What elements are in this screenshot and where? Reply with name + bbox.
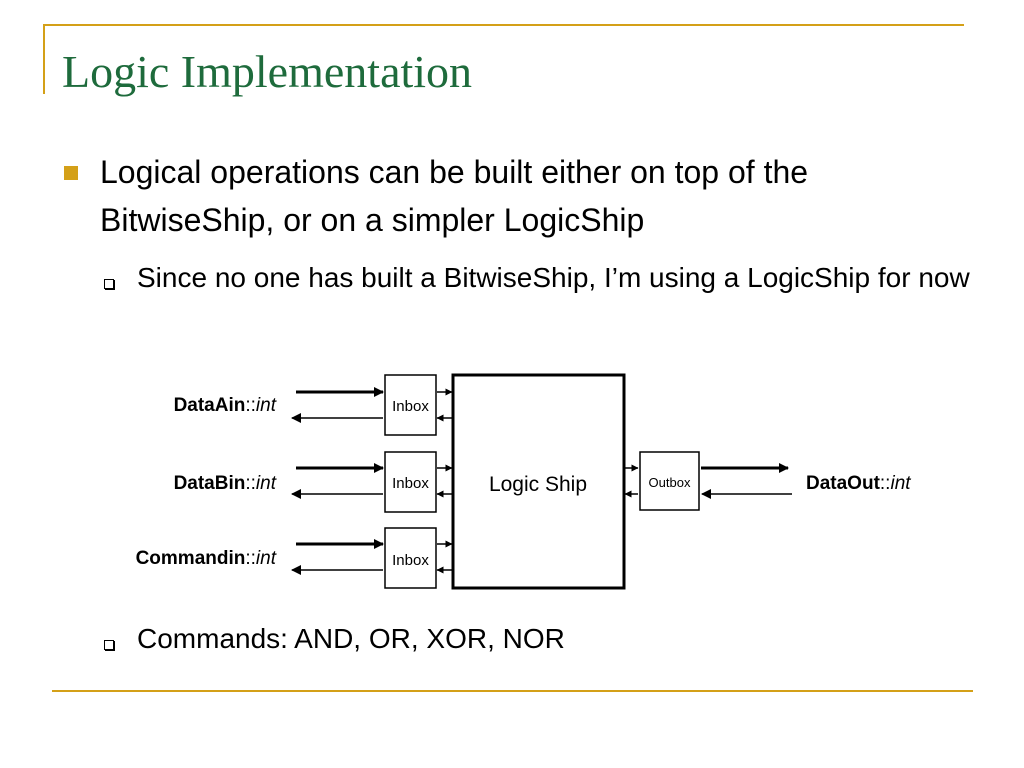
inbox-command-label: Inbox	[392, 552, 429, 569]
slide-title: Logic Implementation	[62, 46, 473, 97]
hollow-square-bullet-icon	[104, 279, 114, 289]
input-row-command: Inbox Commandin::int	[136, 527, 453, 589]
inbox-a-label: Inbox	[392, 398, 429, 415]
logic-ship-box	[451, 373, 626, 590]
sub-bullet-text-1: Since no one has built a BitwiseShip, I’…	[137, 262, 970, 293]
inbox-b-box	[384, 451, 437, 513]
frame-top-rule	[43, 24, 964, 26]
data-a-in-label: DataAin::int	[174, 395, 277, 416]
input-row-b: Inbox DataBin::int	[174, 451, 453, 513]
inbox-command-box	[384, 527, 437, 589]
output-row: Outbox DataOut::int	[624, 451, 911, 511]
input-row-a: Inbox DataAin::int	[174, 374, 453, 436]
data-out-label: DataOut::int	[806, 473, 911, 494]
inbox-b-label: Inbox	[392, 475, 429, 492]
square-bullet-icon	[64, 166, 78, 180]
frame-left-rule	[43, 24, 45, 94]
logic-ship-label: Logic Ship	[489, 473, 587, 496]
outbox-label: Outbox	[649, 475, 691, 490]
data-b-in-label: DataBin::int	[174, 473, 277, 494]
sub-bullet-text-2: Commands: AND, OR, XOR, NOR	[137, 623, 565, 654]
outbox-box	[639, 451, 700, 511]
command-in-label: Commandin::int	[136, 548, 277, 569]
inbox-a-box	[384, 374, 437, 436]
frame-bottom-rule	[52, 690, 973, 692]
main-bullet-text: Logical operations can be built either o…	[100, 154, 809, 238]
hollow-square-bullet-icon-2	[104, 640, 114, 650]
